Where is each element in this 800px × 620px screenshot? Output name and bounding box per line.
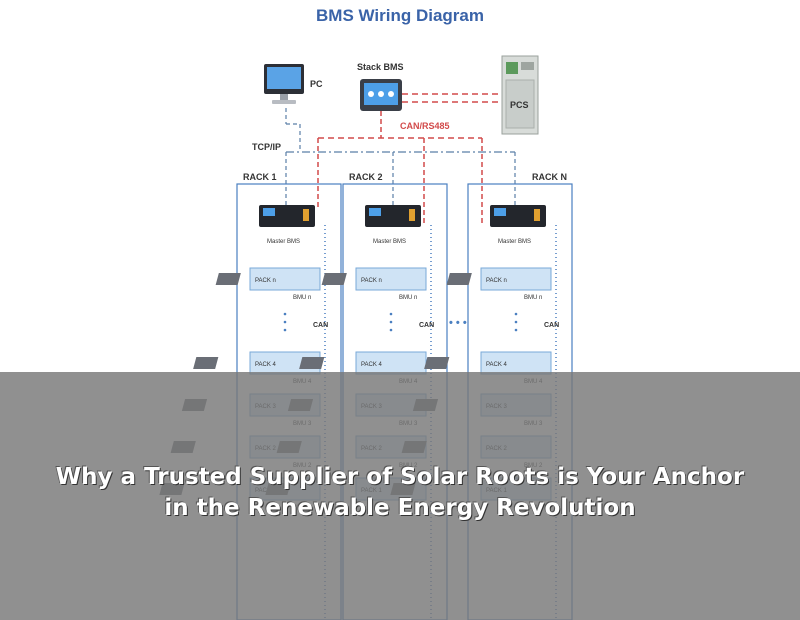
pack-label: PACK n: [255, 278, 276, 284]
bmu-device-icon: [446, 273, 472, 285]
rack-label: RACK 2: [349, 172, 383, 182]
stack-bms-icon: [360, 79, 402, 111]
pack-module: PACK n BMU n: [446, 267, 552, 301]
caption-line-1: Why a Trusted Supplier of Solar Roots is…: [55, 464, 745, 490]
rack-ellipsis: • • •: [449, 317, 467, 329]
pack-module: PACK 4BMU 4: [299, 351, 427, 385]
master-bms-icon: [365, 205, 421, 227]
bmu-device-icon: [424, 357, 450, 369]
pcs-label: PCS: [510, 100, 529, 110]
pack-module: PACK n BMU n: [321, 267, 427, 301]
master-bms-label: Master BMS: [498, 239, 531, 245]
pc-label: PC: [310, 79, 323, 89]
rack-label: RACK N: [532, 172, 567, 182]
pack-label: PACK n: [361, 278, 382, 284]
bmu-label: BMU n: [524, 295, 542, 301]
pack-label: PACK 4: [486, 362, 508, 368]
master-bms-label: Master BMS: [373, 239, 406, 245]
caption: Why a Trusted Supplier of Solar Roots is…: [0, 462, 800, 524]
bmu-label: BMU n: [293, 295, 311, 301]
rack-label: RACK 1: [243, 172, 277, 182]
tcp-ip-label: TCP/IP: [252, 142, 281, 152]
pack-label: PACK 4: [255, 362, 277, 368]
bmu-device-icon: [299, 357, 325, 369]
pack-label: PACK n: [486, 278, 507, 284]
stack-bms-label: Stack BMS: [357, 62, 404, 72]
bmu-label: BMU n: [399, 295, 417, 301]
pc-icon: [264, 64, 304, 104]
master-bms-icon: [259, 205, 315, 227]
can-label: CAN: [544, 322, 559, 329]
caption-line-2: in the Renewable Energy Revolution: [164, 495, 636, 521]
caption-overlay: [0, 372, 800, 620]
bmu-device-icon: [321, 273, 347, 285]
pack-module: PACK n BMU n: [215, 267, 321, 301]
bmu-device-icon: [193, 357, 219, 369]
pack-label: PACK 4: [361, 362, 383, 368]
diagram-title: BMS Wiring Diagram: [316, 6, 484, 25]
master-bms-label: Master BMS: [267, 239, 300, 245]
can-rs485-label: CAN/RS485: [400, 121, 450, 131]
can-label: CAN: [313, 322, 328, 329]
pcs-cabinet-icon: [501, 55, 539, 135]
can-label: CAN: [419, 322, 434, 329]
master-bms-icon: [490, 205, 546, 227]
bmu-device-icon: [215, 273, 241, 285]
